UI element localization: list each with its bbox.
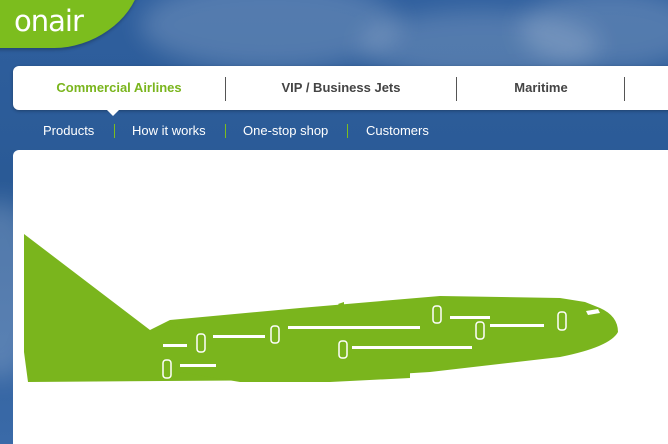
subnav-how-it-works[interactable]: How it works (132, 123, 206, 138)
subnav-customers[interactable]: Customers (366, 123, 429, 138)
nav-divider (225, 77, 226, 101)
nav-divider (456, 77, 457, 101)
tab-vip-business-jets[interactable]: VIP / Business Jets (281, 80, 401, 95)
airplane-illustration (24, 234, 618, 382)
subnav-products[interactable]: Products (43, 123, 95, 138)
logo-on-text: on (14, 4, 49, 38)
subnav-divider (225, 124, 226, 138)
nav-divider (624, 77, 625, 101)
active-tab-pointer (107, 110, 119, 116)
main-nav: Commercial Airlines VIP / Business Jets … (13, 66, 668, 116)
subnav-one-stop-shop[interactable]: One-stop shop (243, 123, 329, 138)
content-panel (13, 150, 668, 444)
subnav-divider (114, 124, 115, 138)
tab-maritime[interactable]: Maritime (514, 80, 568, 95)
tab-commercial-airlines[interactable]: Commercial Airlines (56, 80, 182, 95)
subnav-divider (347, 124, 348, 138)
brand-logo-text[interactable]: onair (14, 4, 84, 38)
logo-air-text: air (48, 4, 84, 38)
